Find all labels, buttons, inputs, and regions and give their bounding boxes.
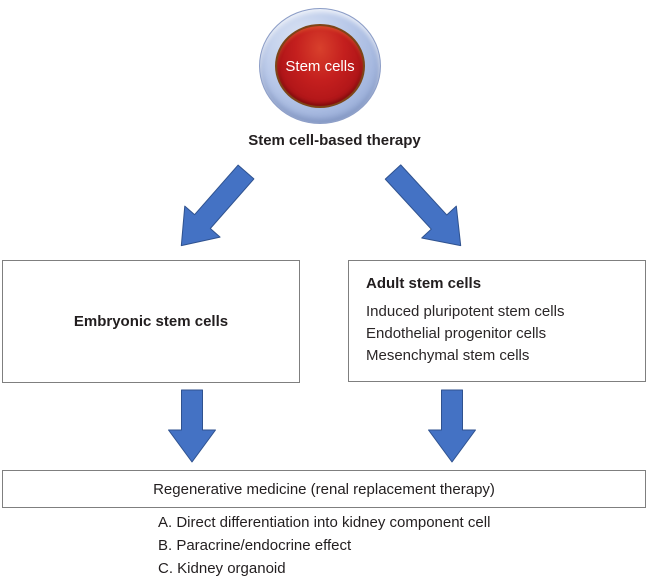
- embryonic-box-title: Embryonic stem cells: [73, 313, 229, 330]
- outcome-item-b: B. Paracrine/endocrine effect: [158, 537, 352, 554]
- arrow-down-from-right-box-icon: [428, 389, 476, 463]
- adult-box-item: Induced pluripotent stem cells: [366, 303, 565, 320]
- adult-box-item: Mesenchymal stem cells: [366, 347, 530, 364]
- adult-box-item: Endothelial progenitor cells: [366, 325, 547, 342]
- adult-stem-cells-box: Adult stem cells Induced pluripotent ste…: [348, 260, 646, 382]
- stem-cells-node: Stem cells: [259, 8, 381, 124]
- stem-cells-label: Stem cells: [285, 57, 355, 75]
- outcome-item-a: A. Direct differentiation into kidney co…: [158, 514, 491, 531]
- arrow-down-right-icon: [384, 164, 462, 247]
- arrow-down-from-left-box-icon: [168, 389, 216, 463]
- arrow-down-left-icon: [180, 164, 255, 247]
- outcome-list: A. Direct differentiation into kidney co…: [158, 511, 490, 580]
- adult-box-title: Adult stem cells: [366, 275, 482, 292]
- regenerative-medicine-box: Regenerative medicine (renal replacement…: [2, 470, 646, 508]
- stem-cells-core: Stem cells: [275, 24, 365, 108]
- regenerative-box-title: Regenerative medicine (renal replacement…: [153, 480, 495, 498]
- diagram-title: Stem cell-based therapy: [248, 132, 421, 149]
- embryonic-stem-cells-box: Embryonic stem cells: [2, 260, 300, 383]
- outcome-item-c: C. Kidney organoid: [158, 560, 286, 577]
